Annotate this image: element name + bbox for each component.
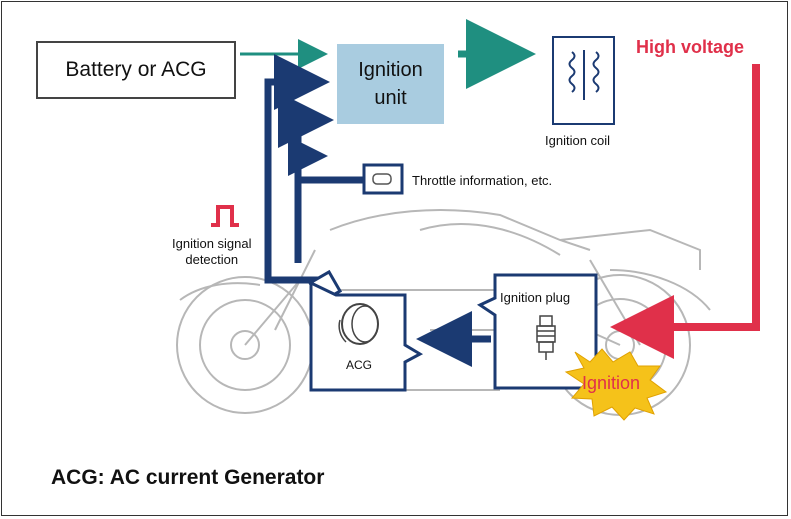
spark-plug-icon [536,315,556,360]
ignition-unit-label: Ignition unit [358,59,423,109]
acg-definition-footer: ACG: AC current Generator [51,466,325,489]
red-arrow-high-voltage [610,64,760,359]
ignition-plug-callout [476,273,598,390]
ignition-signal-detection-label: Ignition signal detection [172,236,252,267]
ignition-plug-label: Ignition plug [500,290,571,305]
ignition-label: Ignition [582,373,641,393]
high-voltage-label: High voltage [636,37,745,57]
navy-arrow-signal [264,54,330,284]
pulse-icon [211,205,239,227]
acg-callout [309,280,424,392]
ignition-spark-icon [564,348,668,421]
ignition-coil-icon [552,36,615,125]
throttle-info-label: Throttle information, etc. [412,173,553,188]
navy-arrow-signal-2 [278,92,334,263]
acg-label: ACG [346,358,373,372]
ignition-unit-box: Ignition unit [337,44,444,124]
battery-or-acg-label: Battery or ACG [65,58,207,81]
battery-or-acg-box: Battery or ACG [36,41,236,99]
ignition-coil-label: Ignition coil [545,133,611,148]
navy-arrow-throttle [288,136,328,180]
throttle-sensor-icon [362,163,404,195]
